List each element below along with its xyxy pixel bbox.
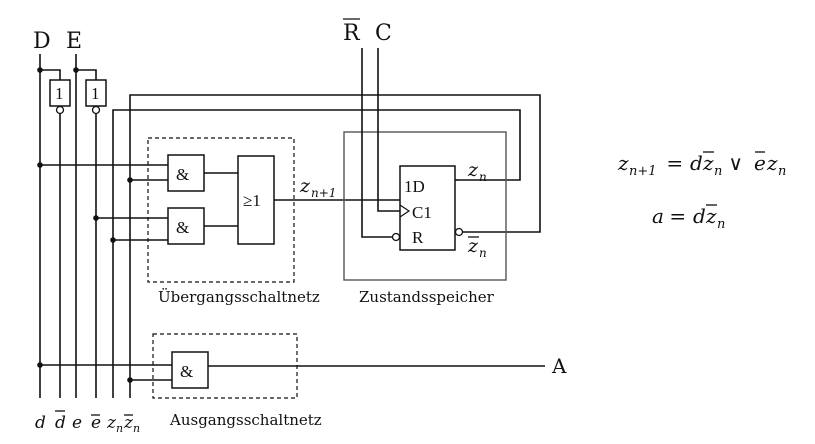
svg-text:n+1: n+1 [629, 164, 657, 179]
d-flipflop: 1D C1 R [391, 165, 464, 251]
svg-text:d: d [35, 413, 46, 433]
transition-network-box [147, 137, 295, 283]
svg-text:a: a [652, 204, 664, 228]
svg-text:1D: 1D [404, 177, 425, 196]
svg-text:n: n [479, 246, 487, 260]
bus-labels: d d e e z n z n [35, 410, 140, 435]
input-label-c: C [375, 21, 392, 46]
svg-text:&: & [176, 165, 189, 184]
svg-text:C1: C1 [412, 203, 432, 222]
equation-a: a = d z n [652, 204, 725, 232]
svg-text:n: n [479, 170, 487, 184]
ff-input-wires [361, 48, 459, 238]
transition-network-label: Übergangsschaltnetz [158, 288, 320, 306]
svg-text:z: z [467, 159, 479, 181]
svg-text:z: z [702, 151, 714, 175]
svg-text:d: d [690, 151, 703, 175]
q-output-label: z n [467, 159, 487, 184]
and-gate-output: & [171, 351, 209, 389]
output-wires [40, 364, 545, 381]
equation-znext: z n+1 = d z n ∨ e z n [617, 151, 786, 179]
svg-text:=: = [660, 151, 689, 175]
svg-text:e: e [91, 413, 101, 433]
svg-text:e: e [754, 151, 766, 175]
svg-text:z: z [467, 235, 479, 257]
svg-text:n: n [116, 422, 123, 435]
output-label-a: A [551, 354, 567, 378]
and-gate-lower: & [167, 207, 205, 245]
svg-text:d: d [55, 413, 66, 433]
znext-label: z n+1 [299, 175, 336, 200]
not-gate-e: 1 [85, 79, 107, 115]
not-gate-d: 1 [49, 79, 71, 115]
svg-text:z: z [617, 151, 629, 175]
svg-text:n: n [778, 164, 786, 179]
svg-text:=: = [663, 204, 692, 228]
svg-text:&: & [180, 362, 193, 381]
transition-wires [40, 164, 400, 241]
svg-text:R: R [412, 228, 424, 247]
or-gate: ≥1 [237, 155, 275, 245]
input-label-d: D [33, 29, 51, 54]
svg-text:&: & [176, 218, 189, 237]
svg-text:z: z [299, 175, 311, 197]
svg-text:n+1: n+1 [311, 186, 336, 200]
svg-text:n: n [714, 164, 722, 179]
output-network-label: Ausgangsschaltnetz [169, 411, 322, 429]
svg-text:1: 1 [91, 84, 100, 103]
svg-text:n: n [717, 217, 725, 232]
svg-text:1: 1 [55, 84, 64, 103]
svg-text:e: e [72, 413, 82, 433]
svg-text:z: z [106, 413, 117, 433]
input-label-e: E [66, 29, 82, 54]
junction-dots [37, 67, 133, 383]
svg-text:n: n [133, 422, 140, 435]
svg-text:z: z [766, 151, 778, 175]
and-gate-upper: & [167, 154, 205, 192]
svg-text:d: d [693, 204, 706, 228]
svg-text:∨: ∨ [722, 151, 749, 175]
input-wires [39, 54, 131, 398]
state-memory-label: Zustandsspeicher [359, 288, 495, 306]
qbar-output-label: z n [467, 235, 487, 260]
svg-text:z: z [705, 204, 717, 228]
svg-text:z: z [123, 413, 134, 433]
svg-text:≥1: ≥1 [243, 191, 261, 210]
feedback-wires [112, 94, 541, 233]
input-label-r: R [343, 21, 361, 46]
state-memory-box [343, 131, 507, 281]
